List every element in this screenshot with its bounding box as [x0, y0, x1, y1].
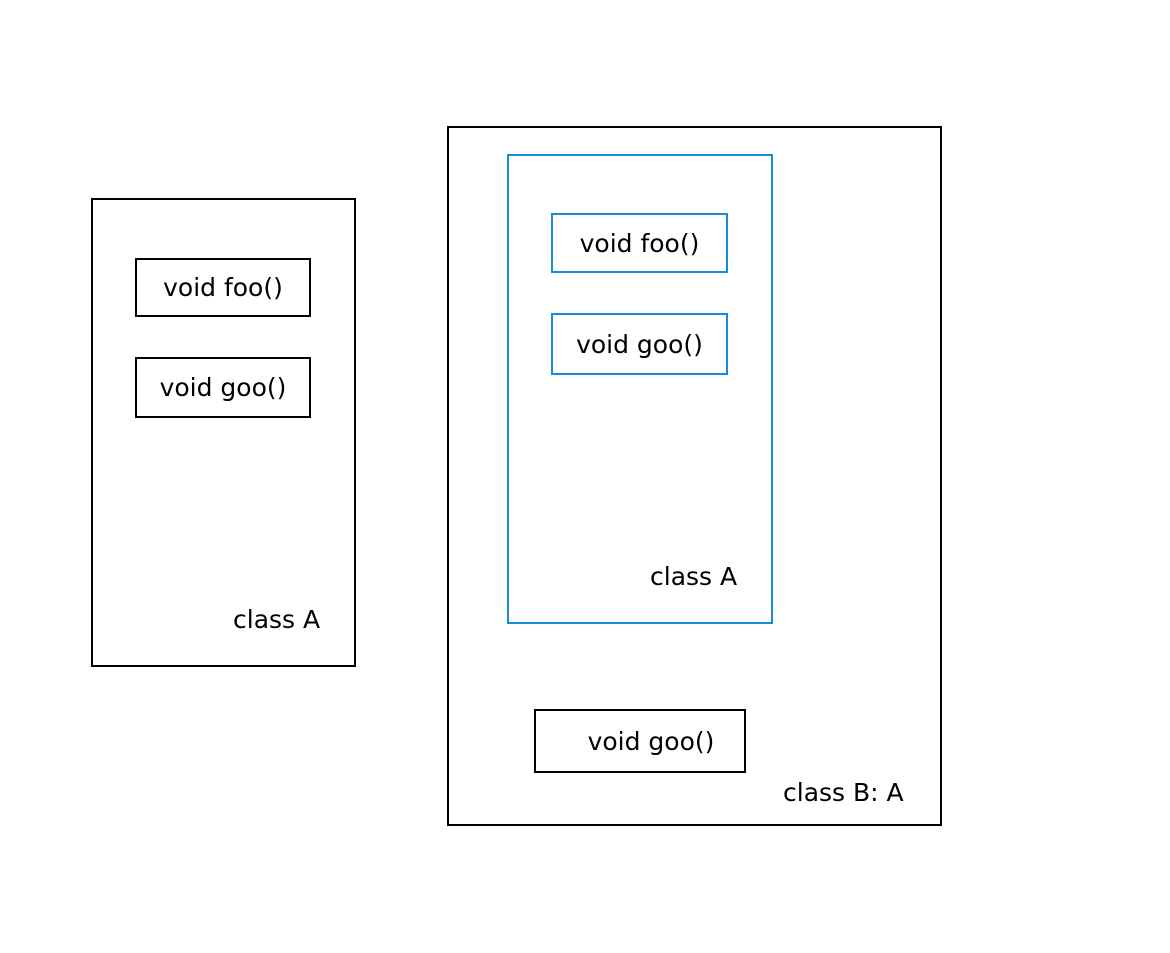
class-b-method-goo: void goo() — [534, 709, 746, 773]
class-a-label: class A — [233, 605, 321, 634]
class-a-method-goo: void goo() — [135, 357, 311, 418]
class-a-box — [91, 198, 356, 667]
class-b-box — [447, 126, 942, 826]
class-b-base-class-a-box — [507, 154, 773, 624]
base-class-a-method-goo: void goo() — [551, 313, 728, 375]
class-b-label: class B: A — [783, 778, 904, 807]
base-class-a-label: class A — [650, 562, 738, 591]
base-class-a-method-foo: void foo() — [551, 213, 728, 273]
class-a-method-foo: void foo() — [135, 258, 311, 317]
